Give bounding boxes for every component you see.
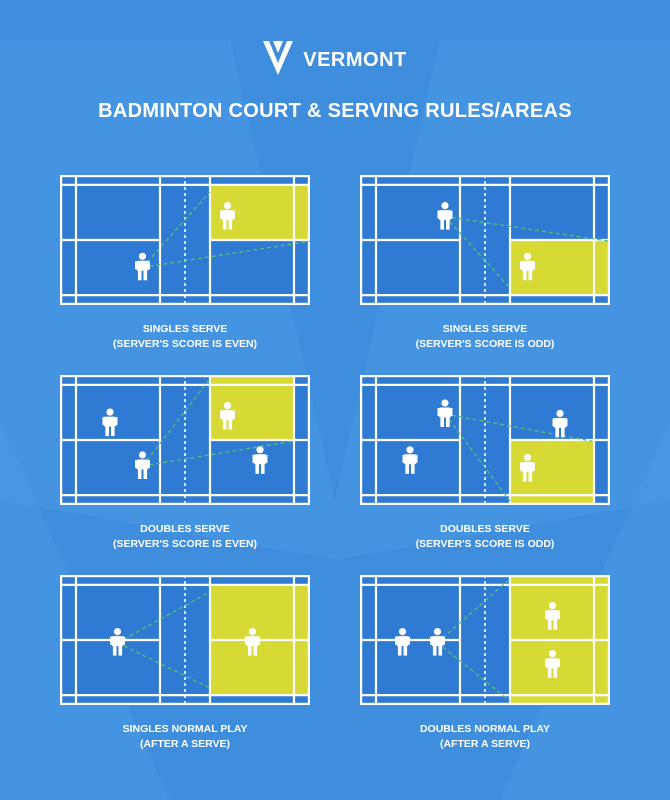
serve-trajectory-line (142, 240, 310, 268)
caption-line-1: DOUBLES SERVE (140, 523, 230, 535)
caption-1: SINGLES SERVE (SERVER'S SCORE IS EVEN) (35, 322, 335, 352)
caption-line-1: SINGLES SERVE (142, 323, 228, 335)
court-diagram-3 (60, 375, 310, 505)
vermont-logo-icon (263, 40, 294, 80)
serve-trajectory-line (437, 642, 511, 702)
court-svg (60, 575, 310, 705)
caption-line-2: (SERVER'S SCORE IS ODD) (415, 538, 555, 550)
brand-name: VERMONT (303, 48, 407, 71)
court-svg (60, 375, 310, 505)
court-diagram-4 (360, 375, 610, 505)
player-icon (135, 451, 150, 479)
caption-2: SINGLES SERVE (SERVER'S SCORE IS ODD) (335, 322, 635, 352)
serve-trajectory-line (437, 578, 511, 644)
player-icon (395, 628, 410, 656)
court-diagram-6 (360, 575, 610, 705)
player-icon (220, 202, 235, 230)
player-icon (252, 446, 268, 474)
player-icon (402, 446, 418, 474)
court-diagram-1 (60, 175, 310, 305)
player-icon (552, 409, 568, 438)
serve-trajectory-line (117, 641, 211, 689)
brand-header: VERMONT (0, 40, 670, 80)
court-diagram-5 (60, 575, 310, 705)
caption-line-1: SINGLES NORMAL PLAY (122, 723, 248, 735)
caption-line-2: (AFTER A SERVE) (439, 738, 531, 750)
caption-line-1: DOUBLES NORMAL PLAY (419, 723, 551, 735)
player-icon (220, 402, 235, 430)
caption-6: DOUBLES NORMAL PLAY (AFTER A SERVE) (335, 722, 635, 752)
player-icon (135, 252, 150, 281)
court-svg (60, 175, 310, 305)
caption-line-2: (SERVER'S SCORE IS EVEN) (112, 538, 258, 550)
caption-line-2: (AFTER A SERVE) (139, 738, 231, 750)
player-icon (545, 650, 560, 678)
player-icon (430, 628, 445, 656)
court-diagram-2 (360, 175, 610, 305)
serve-trajectory-line (444, 216, 511, 289)
caption-5: SINGLES NORMAL PLAY (AFTER A SERVE) (35, 722, 335, 752)
serve-trajectory-line (141, 191, 211, 268)
player-icon (245, 628, 260, 656)
caption-4: DOUBLES SERVE (SERVER'S SCORE IS ODD) (335, 522, 635, 552)
court-svg (360, 575, 610, 705)
caption-line-1: SINGLES SERVE (442, 323, 528, 335)
player-icon (102, 408, 118, 437)
caption-line-2: (SERVER'S SCORE IS EVEN) (112, 338, 258, 350)
player-icon (520, 252, 535, 281)
caption-3: DOUBLES SERVE (SERVER'S SCORE IS EVEN) (35, 522, 335, 552)
caption-line-1: DOUBLES SERVE (440, 523, 530, 535)
player-icon (545, 602, 560, 630)
player-icon (110, 628, 125, 656)
player-icon (520, 454, 535, 482)
page-title: BADMINTON COURT & SERVING RULES/AREAS (98, 100, 572, 122)
caption-line-2: (SERVER'S SCORE IS ODD) (415, 338, 555, 350)
serve-trajectory-line (142, 440, 293, 467)
serve-trajectory-line (141, 378, 211, 467)
court-svg (360, 175, 610, 305)
player-icon (437, 399, 453, 427)
court-svg (360, 375, 610, 505)
player-icon (437, 202, 453, 230)
serve-trajectory-line (117, 591, 211, 644)
